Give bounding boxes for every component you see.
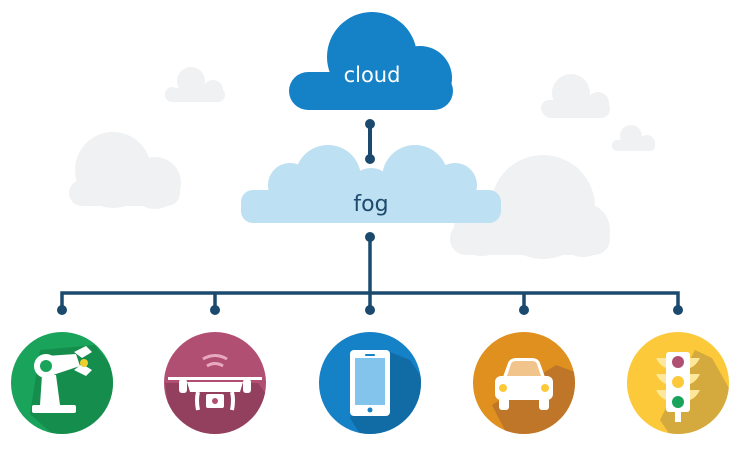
background-cloud [165, 67, 225, 102]
connector-dot [673, 305, 683, 315]
background-cloud [69, 132, 181, 209]
connector-dot [365, 232, 375, 242]
background-cloud [612, 125, 655, 151]
connector-dot [365, 305, 375, 315]
smartphone-icon [350, 350, 390, 416]
car-icon [495, 358, 553, 410]
background-cloud [541, 74, 610, 118]
connector-dot [519, 305, 529, 315]
device-drone[interactable] [164, 332, 285, 450]
fog-node[interactable]: fog [241, 145, 501, 223]
traffic-light-icon [656, 352, 700, 422]
cloud-shape [289, 12, 453, 110]
robot-arm-icon [32, 346, 92, 413]
device-car[interactable] [473, 332, 585, 450]
fog-label: fog [353, 192, 388, 217]
connectors [57, 119, 683, 315]
cloud-label: cloud [344, 63, 401, 87]
connector-dot [365, 119, 375, 129]
long-shadow [165, 383, 266, 434]
connector-dot [57, 305, 67, 315]
drone-icon [168, 354, 262, 411]
connector-dot [210, 305, 220, 315]
fog-cloud-shape [241, 145, 501, 223]
device-traffic-light[interactable] [627, 332, 730, 450]
cloud-node[interactable]: cloud [289, 12, 453, 110]
connector-dot [365, 154, 375, 164]
device-smartphone[interactable] [319, 332, 430, 450]
device-robotic-arm[interactable] [11, 332, 130, 450]
